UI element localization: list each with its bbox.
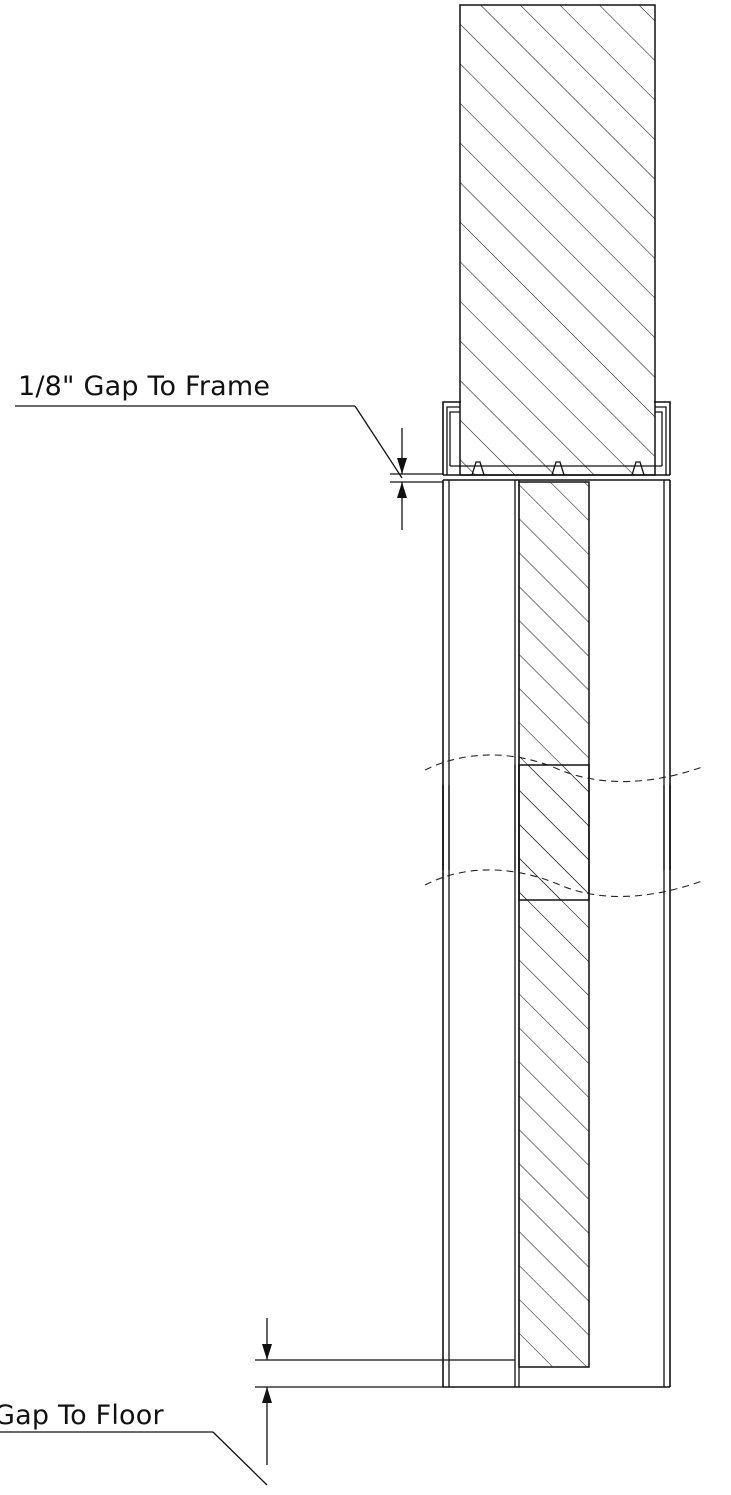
- gap-to-frame-label: 1/8" Gap To Frame: [18, 371, 270, 402]
- gap-to-frame-callout: 1/8" Gap To Frame: [15, 371, 443, 530]
- head-channel: [442, 401, 671, 476]
- door-leaf-lower: [442, 764, 671, 1388]
- frame-header: [459, 4, 656, 476]
- gap-to-floor-callout: Gap To Floor: [0, 1318, 515, 1486]
- gap-to-floor-label: Gap To Floor: [0, 1400, 164, 1431]
